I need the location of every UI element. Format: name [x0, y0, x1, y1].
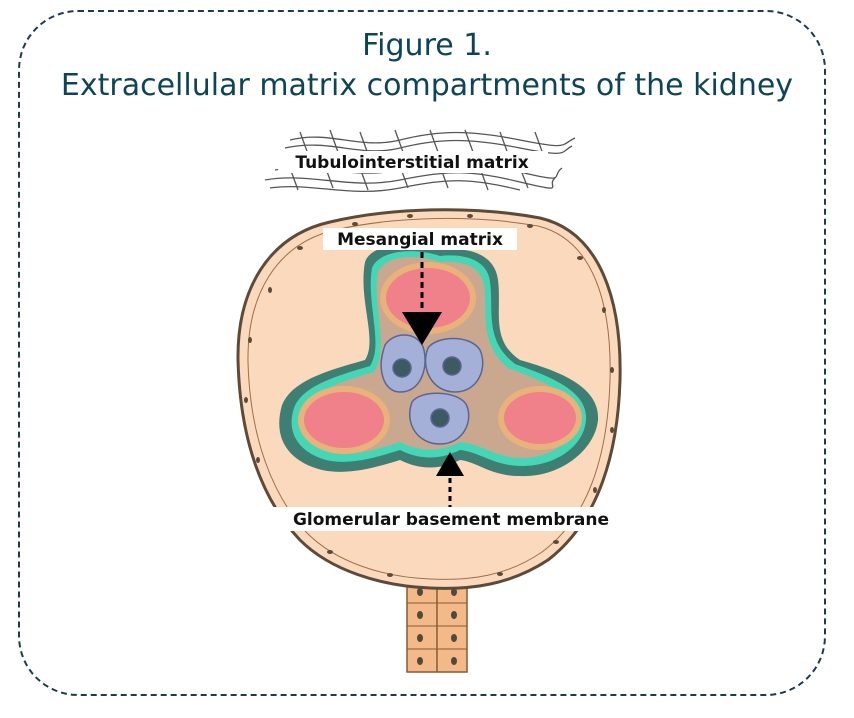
proximal-tubule [406, 579, 468, 673]
capillary-left [298, 386, 390, 454]
mesangial-label: Mesangial matrix [337, 230, 503, 250]
tubulointerstitial-label: Tubulointerstitial matrix [295, 153, 528, 173]
capillary-right [498, 386, 582, 450]
gbm-label-bg [266, 507, 636, 531]
figure-frame [18, 10, 826, 696]
tubulointerstitial-label-bg [278, 151, 548, 173]
gbm-arrowhead [436, 452, 464, 476]
mesangial-label-bg [323, 228, 517, 250]
gbm-label: Glomerular basement membrane [293, 510, 609, 530]
figure-number: Figure 1. [362, 28, 492, 63]
mesangial-cells [380, 334, 484, 445]
mesangial-arrowhead [402, 312, 442, 345]
figure-title: Extracellular matrix compartments of the… [60, 68, 794, 103]
